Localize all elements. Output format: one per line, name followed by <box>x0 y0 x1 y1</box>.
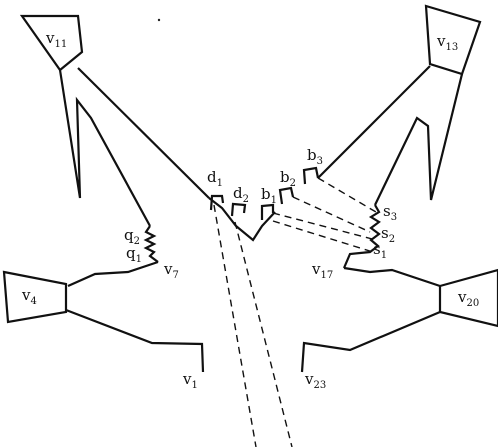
label-v1: v1 <box>182 370 198 391</box>
label-s2: s2 <box>381 224 395 245</box>
label-s3: s3 <box>383 202 397 223</box>
hook-b1 <box>260 203 275 220</box>
funnel-v11: v11 <box>19 14 84 72</box>
dash-b1-s2 <box>272 220 374 253</box>
dash-d2-down <box>234 221 293 447</box>
arm-v16 <box>374 73 464 206</box>
label-b3: b3 <box>307 146 323 167</box>
arm-v13-to-b3 <box>317 65 431 179</box>
arm-v20-to-v23 <box>300 310 441 373</box>
label-q1: q1 <box>126 244 142 265</box>
hook-b2 <box>278 186 295 205</box>
funnel-v13: v13 <box>424 4 482 76</box>
label-b2: b2 <box>280 168 296 189</box>
dash-d1-down <box>213 204 257 447</box>
stray-dot <box>157 18 161 22</box>
arm-v11-lower <box>58 69 151 227</box>
arm-v4-to-v1 <box>65 308 205 373</box>
dash-b3-s3 <box>317 177 377 213</box>
dash-b2-s2 <box>292 196 371 233</box>
central-v <box>208 197 276 242</box>
label-q2: q2 <box>124 226 140 247</box>
label-v4: v4 <box>21 286 37 307</box>
funnel-v20: v20 <box>438 268 498 328</box>
label-b1: b1 <box>261 185 277 206</box>
dashed-links <box>213 177 377 447</box>
funnel-v11-shape <box>19 14 84 72</box>
label-v11: v11 <box>45 29 67 50</box>
funnel-v13-shape <box>424 4 482 76</box>
arm-v7-to-v4 <box>67 260 159 288</box>
spring-s <box>342 204 381 269</box>
dash-b1-s1 <box>272 212 377 241</box>
spring-q <box>143 225 159 263</box>
label-s1: s1 <box>373 240 387 261</box>
label-v20: v20 <box>457 288 479 309</box>
hook-b3 <box>302 166 320 185</box>
label-v23: v23 <box>304 370 326 391</box>
funnel-v20-shape <box>438 268 498 328</box>
hook-d2 <box>230 202 247 217</box>
arm-v11-to-d1 <box>77 67 210 199</box>
hook-d1 <box>209 194 225 211</box>
arm-v17-to-v20 <box>343 266 441 288</box>
label-d1: d1 <box>207 168 223 189</box>
funnel-v4: v4 <box>2 270 68 324</box>
funnel-v4-shape <box>2 270 68 324</box>
label-v13: v13 <box>436 32 458 53</box>
label-v17: v17 <box>311 260 333 281</box>
label-d2: d2 <box>233 184 249 205</box>
label-v7: v7 <box>163 260 179 281</box>
